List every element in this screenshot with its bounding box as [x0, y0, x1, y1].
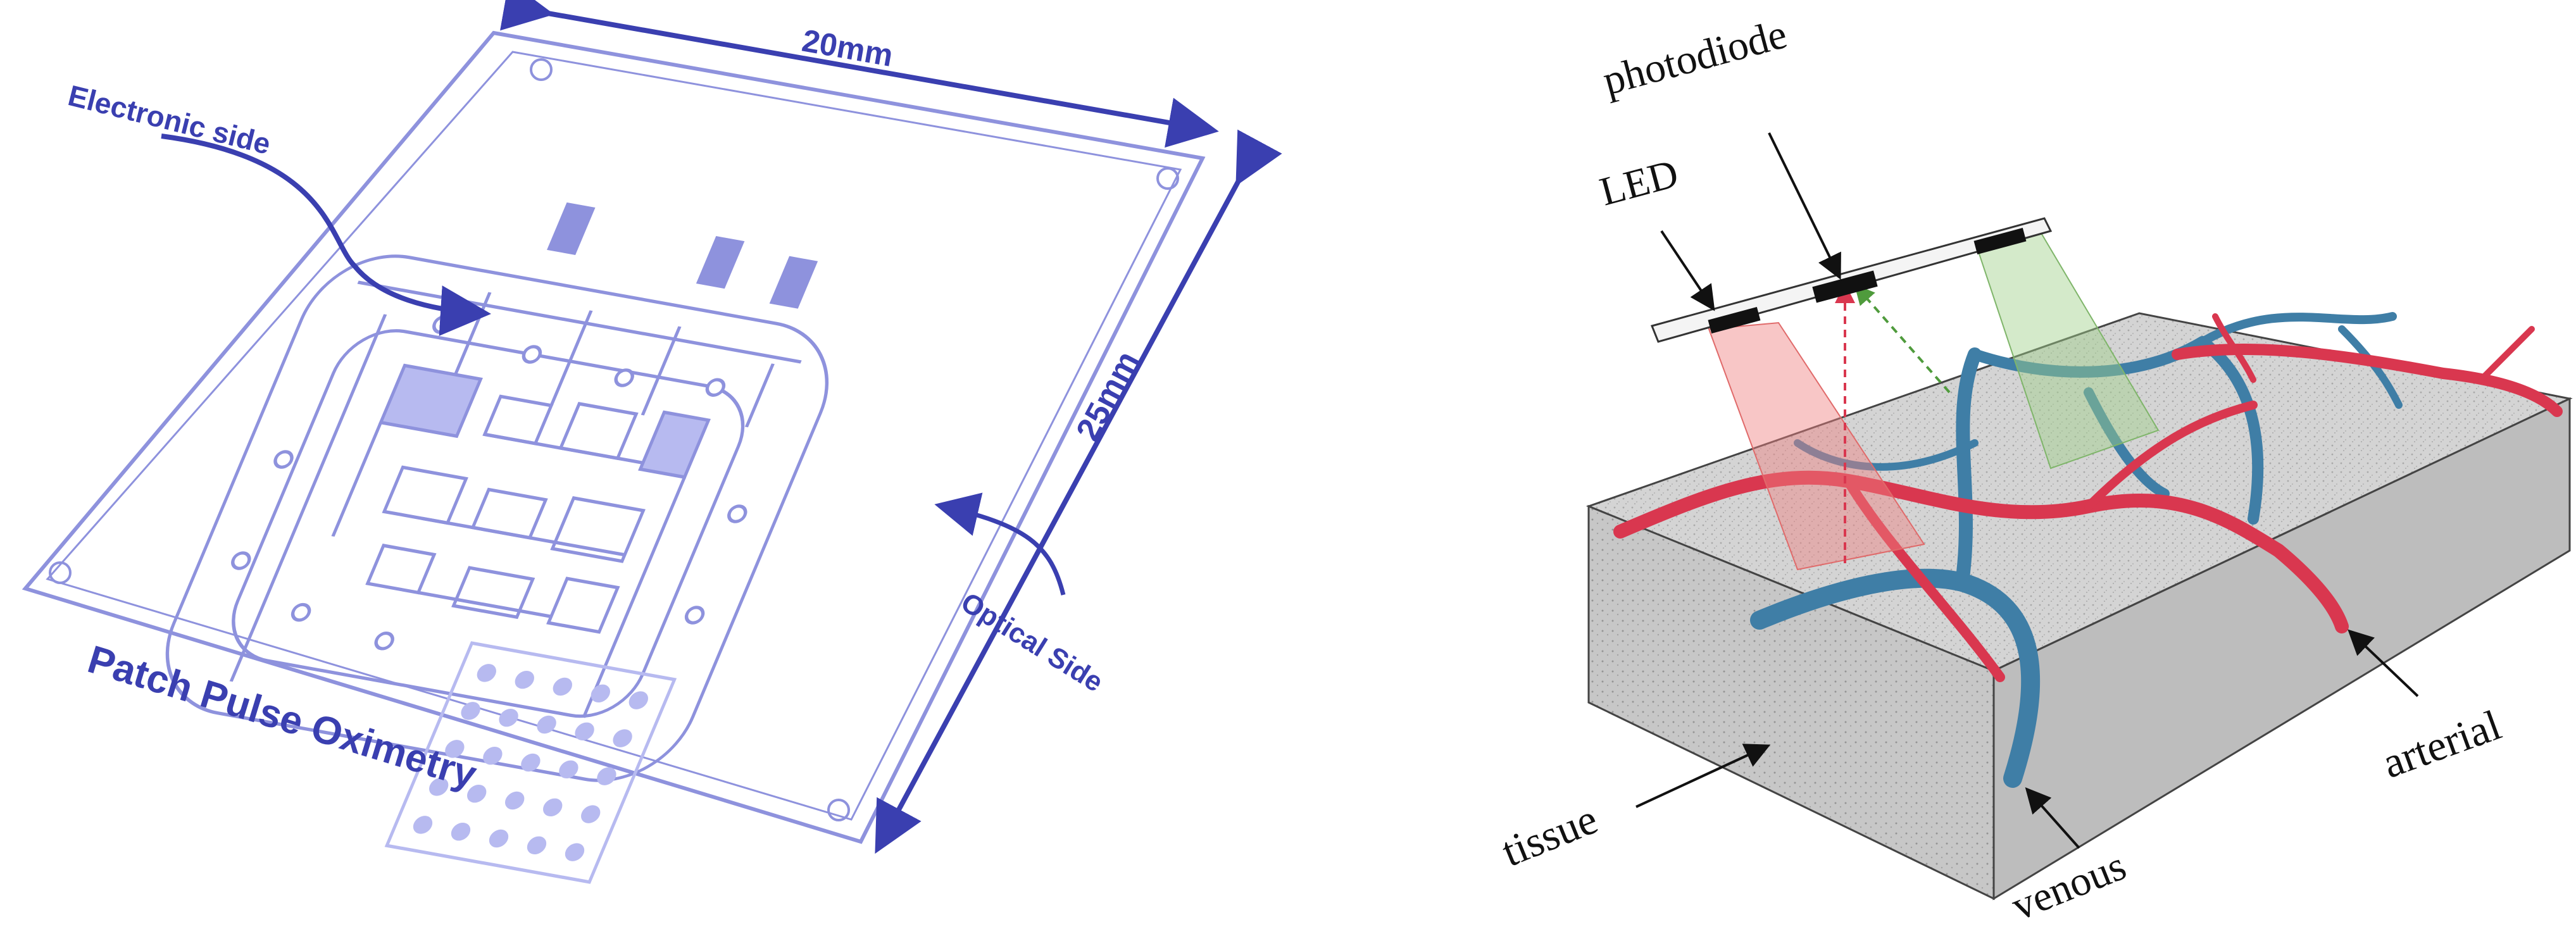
venous-vessels — [1750, 312, 2403, 788]
arterial-vessels — [1613, 313, 2563, 682]
tissue-leader — [1635, 744, 1771, 808]
venous-leader — [2025, 787, 2080, 849]
height-dimension-arrow — [875, 129, 1282, 854]
photodiode-leader — [1768, 132, 1841, 280]
photodiode-chip — [1812, 270, 1878, 303]
red-led-beam — [1708, 321, 1925, 571]
arterial-label: arterial — [2376, 701, 2507, 787]
led-label: LED — [1595, 151, 1683, 215]
tissue-label: tissue — [1495, 794, 1604, 875]
green-return-arrow — [1854, 284, 1951, 394]
tissue-block-side — [1992, 397, 2571, 901]
electronic-side-label: Electronic side — [65, 78, 274, 161]
arterial-leader — [2348, 629, 2419, 697]
led-leader — [1660, 230, 1715, 311]
width-dimension-label: 20mm — [799, 23, 896, 73]
green-led-chip — [1973, 228, 2027, 254]
optical-side-label: Optical Side — [956, 587, 1109, 698]
pcb-panel: 20mm 25mm Electronic side Optical Side P… — [22, 0, 1282, 884]
tissue-panel: photodiode LED arterial tissue venous — [1495, 11, 2573, 929]
width-dimension-arrow — [500, 0, 1219, 148]
pcb-board-outline — [22, 30, 1206, 844]
pcb-circuitry — [165, 202, 829, 884]
sensor-strip — [1650, 217, 2053, 343]
electronic-side-arrow — [161, 134, 491, 336]
photodiode-label: photodiode — [1598, 11, 1792, 104]
red-led-chip — [1708, 307, 1761, 334]
optical-side-arrow — [934, 492, 1066, 595]
